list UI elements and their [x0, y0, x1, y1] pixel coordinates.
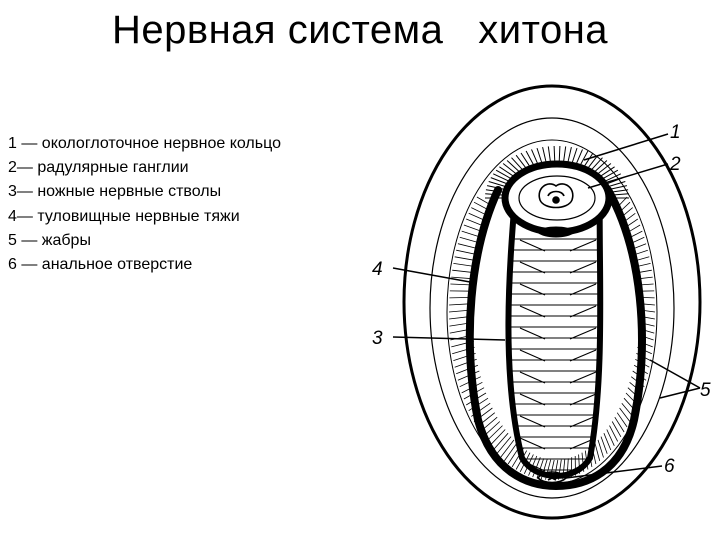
mantle-groove-outer [429, 117, 675, 499]
label-1: 1 [670, 122, 681, 143]
label-6: 6 [664, 456, 675, 477]
label-2: 2 [669, 154, 681, 175]
body-outline [402, 84, 702, 520]
nerve-ring-rays [485, 145, 629, 199]
legend-item-3: 3— ножные нервные стволы [8, 183, 222, 201]
legend-item-6: 6 — анальное отверстие [8, 256, 193, 274]
legend-list: 1 — окологлоточное нервное кольцо 2— рад… [8, 132, 281, 277]
legend-item-5: 5 — жабры [8, 231, 91, 249]
page-title: Нервная система хитона [111, 8, 609, 52]
leader-lines [392, 133, 701, 479]
legend-item-1: 1 — окологлоточное нервное кольцо [8, 135, 281, 152]
legend-item-2: 2— радулярные ганглии [8, 159, 189, 177]
label-3: 3 [372, 328, 383, 349]
legend-item-4: 4— туловищные нервные тяжи [8, 207, 240, 225]
label-4: 4 [372, 259, 383, 280]
lateral-nerve-cords [465, 186, 646, 491]
label-5: 5 [700, 380, 711, 401]
radular-ganglia [538, 183, 574, 209]
mouth-region [536, 226, 576, 238]
ring-inner-line [518, 175, 596, 221]
